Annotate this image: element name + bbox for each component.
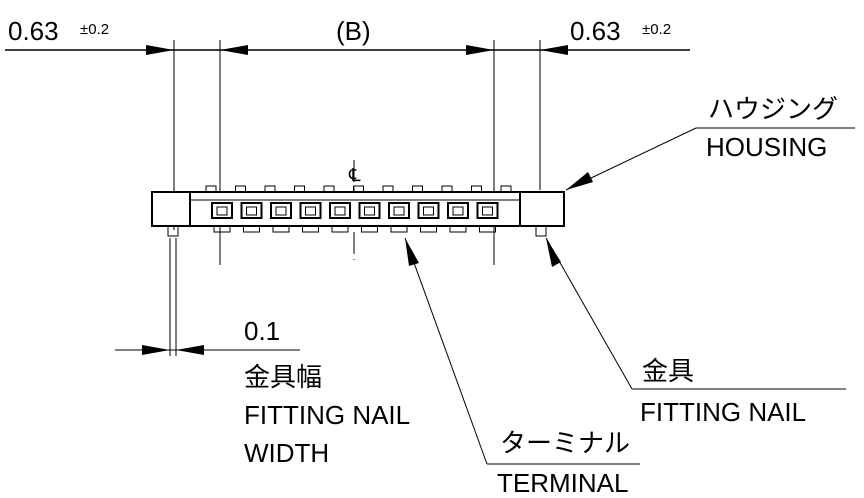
housing-notch: [235, 185, 246, 192]
terminal-tail: [420, 226, 437, 233]
contact-pin: [246, 206, 257, 216]
contact-pin: [482, 206, 493, 216]
fitting-nail-label-en: FITTING NAIL: [640, 397, 807, 427]
terminal-leader: [404, 237, 640, 465]
terminal-tails: [205, 185, 512, 233]
contact-pin: [423, 206, 434, 216]
terminal-tail: [390, 226, 408, 233]
nail-width-label-en-1: FITTING NAIL: [244, 400, 411, 430]
housing-notch: [382, 185, 394, 192]
housing-notch: [412, 185, 423, 192]
nail-width-label-en-2: WIDTH: [244, 438, 330, 468]
right-dimension-value: 0.63: [570, 16, 621, 46]
nail-width-value: 0.1: [244, 316, 281, 346]
extension-lines: [169, 40, 541, 356]
housing-notch: [264, 185, 276, 192]
centerline-symbol: ℄: [349, 165, 361, 185]
contact-window: [447, 202, 469, 219]
housing-notch: [294, 185, 305, 192]
terminal-tail: [302, 226, 319, 233]
contact-window: [388, 202, 410, 219]
left-dimension-value: 0.63: [8, 16, 59, 46]
housing-notch: [323, 185, 335, 192]
terminal-tail: [213, 226, 231, 233]
housing-notch: [441, 185, 453, 192]
housing-notch: [353, 185, 364, 192]
contact-pin: [452, 206, 464, 216]
housing-notch: [205, 185, 217, 192]
terminal-tail: [361, 226, 378, 233]
fitting-nail-leader: [545, 237, 846, 390]
terminal-tail: [331, 226, 349, 233]
nail-width-label-jp: 金具幅: [244, 362, 323, 392]
left-dimension-tolerance: ±0.2: [80, 21, 110, 38]
housing-notch: [471, 185, 482, 192]
terminal-tail: [449, 226, 467, 233]
contact-pin: [393, 206, 405, 216]
terminal-label-jp: ターミナル: [500, 428, 631, 458]
terminal-contacts: [211, 202, 499, 219]
contact-pin: [275, 206, 287, 216]
center-dimension-label: (B): [336, 16, 371, 46]
contact-window: [240, 202, 263, 219]
terminal-tail: [243, 226, 260, 233]
contact-pin: [364, 206, 375, 216]
contact-pin: [305, 206, 316, 216]
top-dimension-line: [5, 45, 690, 55]
contact-pin: [216, 206, 228, 216]
contact-window: [417, 202, 440, 219]
contact-window: [299, 202, 322, 219]
contact-window: [270, 202, 292, 219]
contact-window: [358, 202, 381, 219]
fitting-nail-label-jp: 金具: [642, 356, 695, 386]
contact-window: [211, 202, 233, 219]
terminal-tail: [479, 226, 496, 233]
nail-width-dimension: [115, 345, 300, 355]
housing-label-en: HOUSING: [706, 132, 828, 162]
terminal-tail: [272, 226, 290, 233]
contact-pin: [334, 206, 346, 216]
housing-notch: [500, 185, 512, 192]
housing-label-jp: ハウジング: [708, 94, 839, 124]
terminal-label-en: TERMINAL: [497, 468, 629, 498]
housing-leader: [565, 127, 855, 191]
contact-window: [329, 202, 351, 219]
right-dimension-tolerance: ±0.2: [642, 21, 672, 38]
contact-window: [476, 202, 499, 219]
